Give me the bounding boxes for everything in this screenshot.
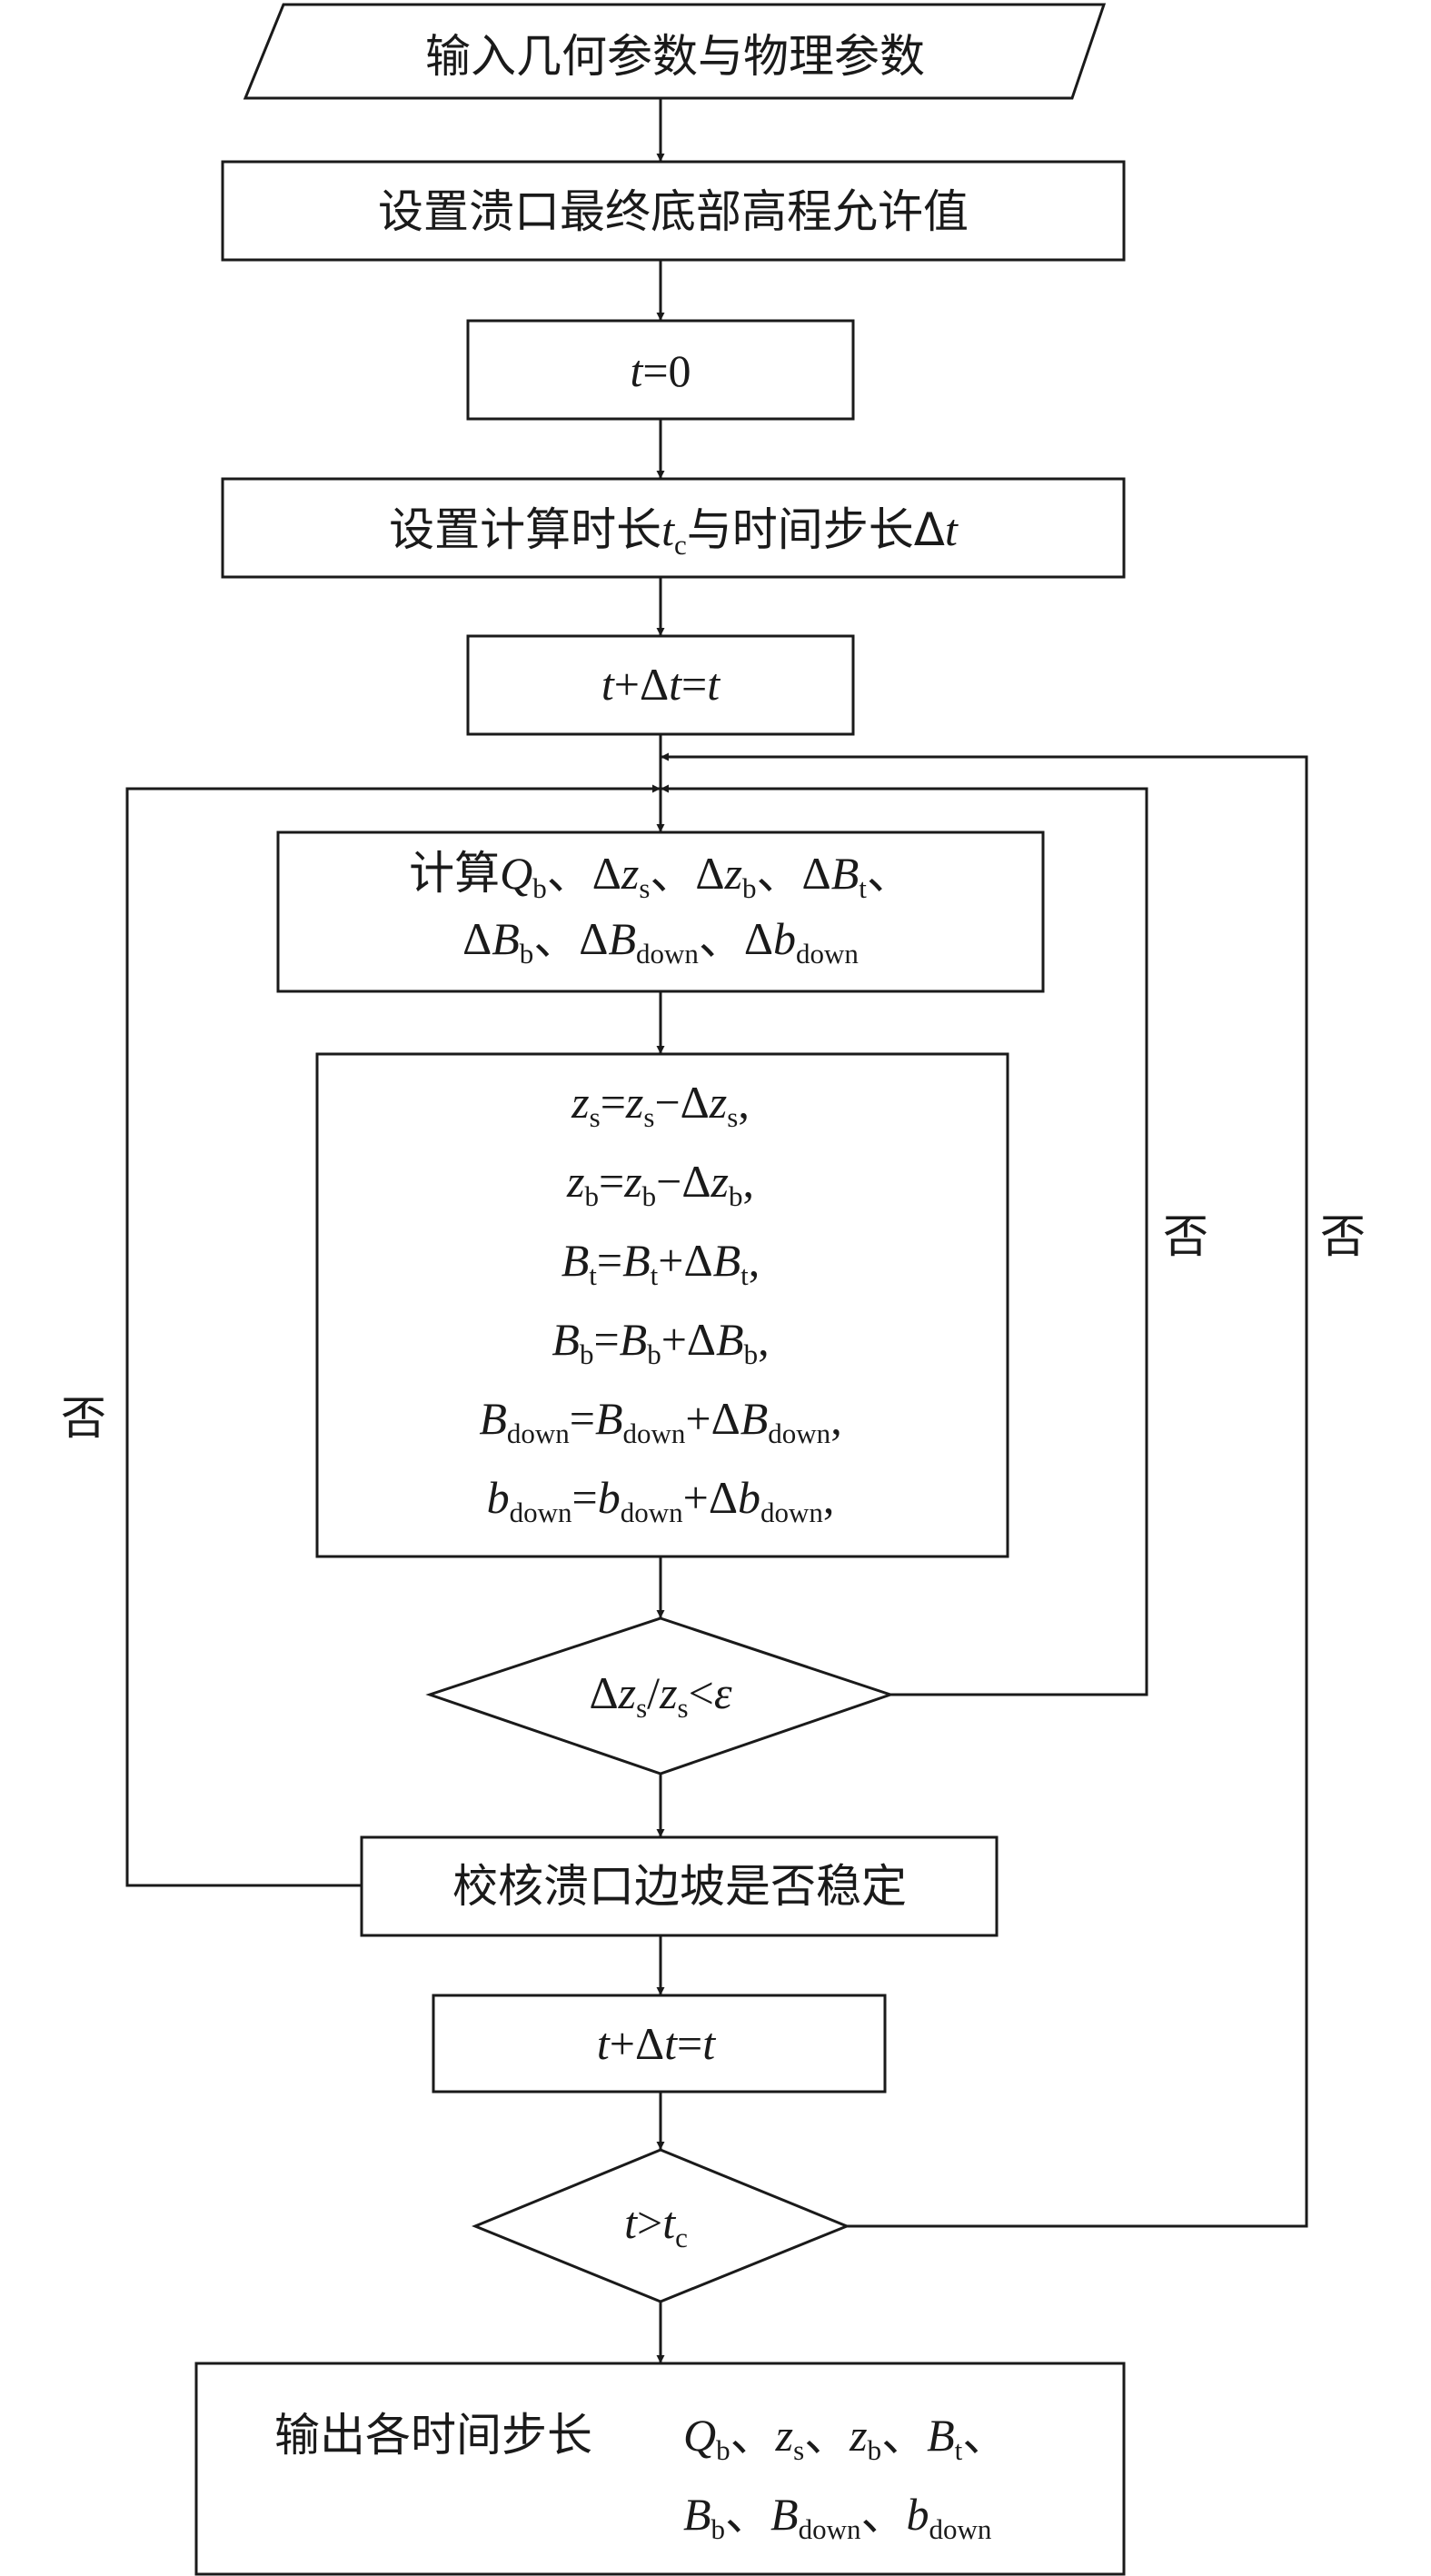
input-label: 输入几何参数与物理参数 [425,30,925,83]
output-box [194,2362,1126,2576]
update-equation: Bt​=Bt​+ΔBt​, [561,1235,760,1291]
advance-time-label-2: t+Δt=t [597,2018,716,2069]
time-no-loop [661,752,1308,2228]
compute-label: 计算Qb​、Δzs​、Δzb​、ΔBt​、 ΔBb​、ΔBdown​、Δbdown… [409,847,912,970]
converge-decision-label: Δzs​/zs​<ε [589,1667,731,1724]
slope-no-loop [125,784,661,1887]
compute-line-1: 计算Qb​、Δzs​、Δzb​、ΔBt​、 [409,847,912,904]
advance-time-box-2 [432,1994,887,2094]
check-slope-box [360,1835,999,1937]
output-prefix: 输出各时间步长 [274,2409,592,2462]
set-duration-label: 设置计算时长tc与时间步长Δt [389,503,959,561]
compute-box [276,830,1045,993]
output-line-2: Bb​、Bdown​、bdown​ [683,2488,992,2545]
update-equation: zs​=zs​−Δzs​, [571,1077,750,1133]
advance-time-label: t+Δt=t [601,659,720,710]
time-decision-label: t>tc [624,2197,688,2253]
set-elevation-label: 设置溃口最终底部高程允许值 [378,185,969,238]
compute-line-2: ΔBb​、ΔBdown​、Δbdown​ [462,912,859,970]
converge-condition: Δzs​/zs​<ε [589,1667,731,1724]
update-equations: zs​=zs​−Δzs​, zb​=zb​−Δzb​, Bt​=Bt​+ΔBt​, B… [479,1077,841,1528]
output-line-1: Qb​、zs​、zb​、Bt​、 [683,2409,1008,2466]
init-time-label: t=0 [630,345,691,396]
update-equation: zb​=zb​−Δzb​, [566,1156,754,1212]
output-label: 输出各时间步长 Qb​、zs​、zb​、Bt​、 Bb​、Bdown​、bdown​ [274,2409,1008,2545]
update-equation: Bdown​=Bdown​+ΔBdown​, [479,1393,841,1449]
input-parallelogram [243,3,1107,100]
slope-no-label: 否 [61,1392,106,1445]
update-equation: Bb​=Bb​+ΔBb​, [552,1314,769,1370]
update-equation: bdown​=bdown​+Δbdown​, [487,1472,835,1528]
set-duration-box [221,477,1126,579]
converge-no-loop [661,784,1148,1696]
converge-no-label: 否 [1163,1210,1208,1263]
set-elevation-box [221,160,1126,262]
update-box [315,1052,1009,1558]
time-no-label: 否 [1320,1210,1366,1263]
advance-time-box [466,634,855,736]
check-slope-label: 校核溃口边坡是否稳定 [452,1860,907,1913]
